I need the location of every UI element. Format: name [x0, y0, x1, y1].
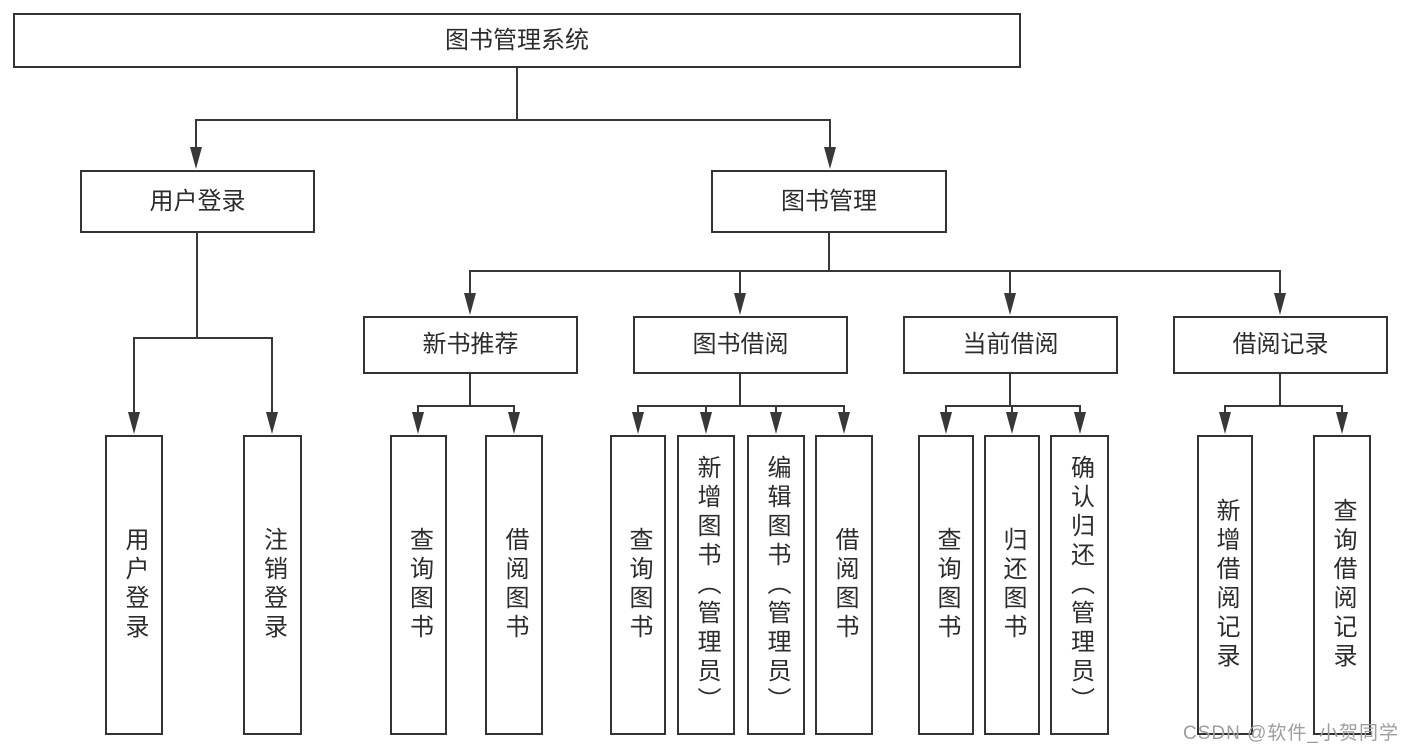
arrow-down-icon [508, 412, 520, 434]
leaf-add-borrow-record: 新增借阅记录 [1197, 435, 1253, 735]
node-book-borrowing: 图书借阅 [633, 316, 848, 374]
node-label: 图书管理 [781, 187, 877, 215]
leaf-edit-book-admin: 编辑图书（管理员） [747, 435, 805, 735]
node-label: 新增借阅记录 [1212, 498, 1239, 672]
connector-line [469, 374, 471, 407]
arrow-down-icon [266, 412, 278, 434]
node-label: 确认归还（管理员） [1066, 454, 1094, 716]
connector-line [271, 337, 273, 414]
connector-line [739, 374, 741, 407]
node-label: 编辑图书（管理员） [763, 454, 790, 716]
connector-line [516, 68, 518, 121]
connector-line [1341, 405, 1343, 415]
arrow-down-icon [1336, 412, 1348, 434]
leaf-query-books-borrowing: 查询图书 [610, 435, 666, 735]
node-new-book-recommendation: 新书推荐 [363, 316, 578, 374]
node-current-borrowing: 当前借阅 [903, 316, 1118, 374]
arrow-down-icon [1006, 412, 1018, 434]
connector-line [469, 270, 471, 295]
node-label: 用户登录 [121, 527, 148, 643]
node-label: 借阅图书 [831, 527, 858, 643]
arrow-down-icon [464, 293, 476, 315]
connector-line [195, 119, 831, 121]
connector-line [829, 119, 831, 150]
connector-line [843, 405, 845, 415]
node-label: 用户登录 [149, 187, 246, 215]
arrow-down-icon [1274, 293, 1286, 315]
node-label: 图书管理系统 [445, 26, 589, 54]
connector-line [1079, 405, 1081, 415]
connector-line [705, 405, 707, 415]
connector-line [828, 233, 830, 272]
arrow-down-icon [940, 412, 952, 434]
connector-line [1009, 270, 1011, 295]
node-label: 图书借阅 [692, 331, 789, 358]
node-library-management-system: 图书管理系统 [13, 13, 1021, 68]
node-book-management: 图书管理 [711, 170, 947, 233]
connector-line [1279, 374, 1281, 407]
arrow-down-icon [824, 147, 836, 169]
arrow-down-icon [1074, 412, 1086, 434]
connector-line [1224, 405, 1343, 407]
connector-line [469, 270, 1281, 272]
leaf-return-books: 归还图书 [984, 435, 1040, 735]
arrow-down-icon [770, 412, 782, 434]
csdn-watermark: CSDN @软件_小贺同学 [1183, 723, 1399, 744]
connector-line [1009, 374, 1011, 407]
leaf-user-login: 用户登录 [105, 435, 163, 735]
node-label: 借阅记录 [1232, 331, 1329, 358]
connector-line [196, 233, 198, 339]
arrow-down-icon [412, 412, 424, 434]
node-label: 当前借阅 [962, 331, 1059, 358]
node-label: 查询图书 [405, 527, 433, 643]
connector-line [637, 405, 639, 415]
connector-line [945, 405, 947, 415]
arrow-down-icon [838, 412, 850, 434]
connector-line [195, 119, 197, 150]
connector-line [637, 405, 845, 407]
connector-line [1011, 405, 1013, 415]
leaf-logout: 注销登录 [243, 435, 302, 735]
connector-line [417, 405, 515, 407]
connector-line [775, 405, 777, 415]
node-label: 新增图书（管理员） [693, 454, 720, 716]
node-user-login: 用户登录 [80, 170, 315, 233]
connector-line [1279, 270, 1281, 295]
arrow-down-icon [700, 412, 712, 434]
connector-line [513, 405, 515, 415]
node-label: 借阅图书 [501, 527, 528, 643]
leaf-query-books-current: 查询图书 [918, 435, 974, 735]
node-label: 查询图书 [625, 527, 652, 643]
leaf-confirm-return-admin: 确认归还（管理员） [1050, 435, 1109, 735]
connector-line [133, 337, 273, 339]
leaf-query-borrow-record: 查询借阅记录 [1313, 435, 1371, 735]
connector-line [1224, 405, 1226, 415]
leaf-query-books-recommend: 查询图书 [390, 435, 447, 735]
connector-line [133, 337, 135, 414]
connector-line [417, 405, 419, 415]
arrow-down-icon [190, 147, 202, 169]
arrow-down-icon [734, 293, 746, 315]
node-label: 查询图书 [933, 527, 960, 643]
arrow-down-icon [128, 412, 140, 434]
leaf-borrow-books-recommend: 借阅图书 [485, 435, 543, 735]
arrow-down-icon [1219, 412, 1231, 434]
node-borrowing-records: 借阅记录 [1173, 316, 1388, 374]
connector-line [739, 270, 741, 295]
leaf-borrow-books: 借阅图书 [815, 435, 873, 735]
node-label: 查询借阅记录 [1329, 498, 1356, 672]
node-label: 新书推荐 [422, 331, 519, 358]
node-label: 归还图书 [999, 527, 1026, 643]
arrow-down-icon [1004, 293, 1016, 315]
connector-line [945, 405, 1081, 407]
leaf-add-book-admin: 新增图书（管理员） [677, 435, 735, 735]
node-label: 注销登录 [259, 527, 287, 643]
arrow-down-icon [632, 412, 644, 434]
